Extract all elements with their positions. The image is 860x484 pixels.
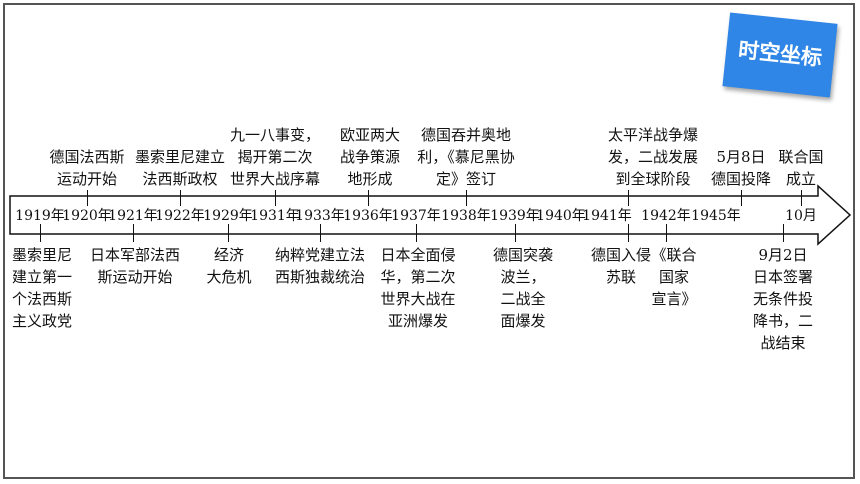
year-label-1921: 1921年 [108,208,158,224]
tick-below-1942 [666,224,667,242]
tick-above-1920 [87,190,88,206]
event-above-1945-05: 5月8日 德国投降 [710,148,772,188]
tick-below-1939 [515,224,516,242]
event-below-1921: 日本军部法西 斯运动开始 [89,246,181,286]
event-above-1931: 九一八事变， 揭开第二次 世界大战序幕 [229,126,321,188]
event-below-1941: 德国入侵 苏联 [590,246,652,286]
year-label-1940: 1940年 [536,208,586,224]
tick-below-1937 [416,224,417,242]
tick-above-1936 [368,190,369,206]
year-label-1945: 1945年 [691,208,741,224]
tick-below-1945-09 [783,224,784,242]
event-below-1939: 德国突袭 波兰， 二战全 面爆发 [492,246,554,330]
tick-below-1919 [40,224,41,242]
event-below-1942: 《联合 国家 宣言》 [651,246,697,308]
event-above-1938: 德国吞并奥地 利，《慕尼黑协 定》签订 [417,126,515,188]
event-below-1945-09: 9月2日 日本签署 无条件投 降书，二 战结束 [752,246,814,352]
event-above-1922: 墨索里尼建立 法西斯政权 [134,148,226,188]
event-below-1937: 日本全面侵 华，第二次 世界大战在 亚洲爆发 [380,246,456,330]
event-below-1919: 墨索里尼 建立第一 个法西斯 主义政党 [11,246,73,330]
year-label-1920: 1920年 [62,208,112,224]
tick-above-1945-10 [801,190,802,206]
year-label-1936: 1936年 [343,208,393,224]
slide-frame [3,3,855,479]
tick-above-1941 [628,190,629,206]
event-below-1933: 纳粹党建立法 西斯独裁统治 [274,246,366,286]
tick-below-1929 [228,224,229,242]
tick-below-1933 [320,224,321,242]
event-above-1945-10: 联合国 成立 [778,148,824,188]
tick-below-1921 [133,224,134,242]
event-below-1929: 经济 大危机 [206,246,252,286]
year-label-1941: 1941年 [582,208,632,224]
event-above-1920: 德国法西斯 运动开始 [49,148,125,188]
year-label-1933: 1933年 [295,208,345,224]
tick-above-1945-05 [741,190,742,206]
event-above-1941: 太平洋战争爆 发，二战发展 到全球阶段 [607,126,699,188]
year-label-1937: 1937年 [391,208,441,224]
year-label-1939: 1939年 [490,208,540,224]
year-label-1919: 1919年 [15,208,65,224]
tick-above-1931 [275,190,276,206]
tick-above-1938 [466,190,467,206]
year-label-1945-10: 10月 [785,208,817,224]
tick-below-1941 [628,224,629,242]
year-label-1931: 1931年 [250,208,300,224]
year-label-1922: 1922年 [155,208,205,224]
year-label-1938: 1938年 [441,208,491,224]
tick-above-1922 [180,190,181,206]
event-above-1936: 欧亚两大 战争策源 地形成 [339,126,401,188]
year-label-1929: 1929年 [203,208,253,224]
year-label-1942: 1942年 [641,208,691,224]
